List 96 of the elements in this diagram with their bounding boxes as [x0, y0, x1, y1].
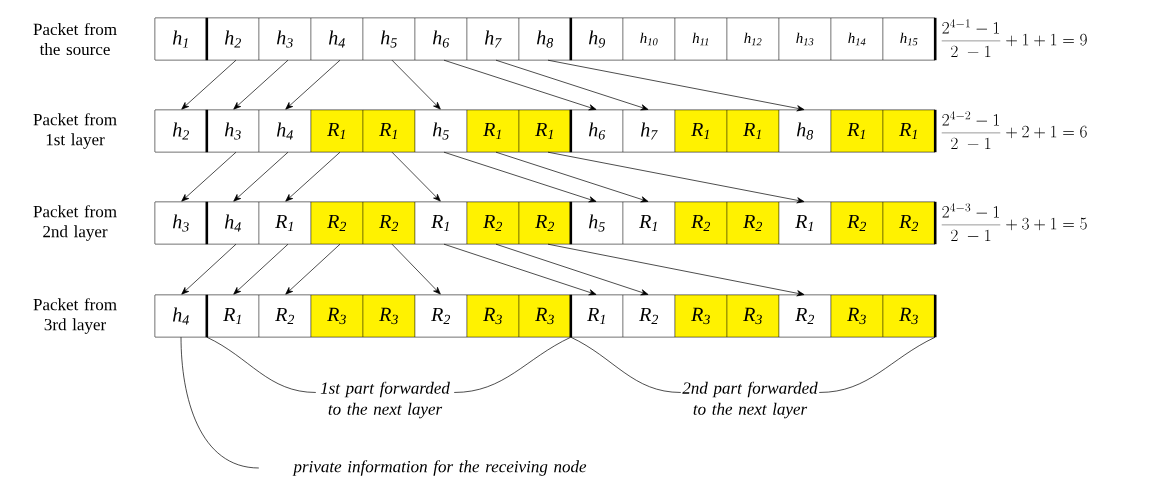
- packet-cell: R$_{1}$: [778, 201, 832, 245]
- packet-cell: h$_{7}$: [622, 109, 676, 153]
- arrow: [285, 243, 341, 295]
- packet-cell: R$_{2}$: [466, 201, 520, 245]
- packet-cell: h$_{4}$: [310, 17, 364, 61]
- leader-line: [453, 336, 572, 393]
- packet-cell: R$_{3}$: [726, 294, 780, 338]
- packet-cell: R$_{1}$: [258, 201, 312, 245]
- arrow: [495, 59, 649, 111]
- arrow: [181, 151, 237, 202]
- packet-cell: h$_{1}$: [154, 17, 208, 61]
- packet-cell: h$_{5}$: [569, 201, 624, 245]
- packet-cell: h$_{8}$: [778, 109, 832, 153]
- packet-cell: R$_{1}$: [362, 109, 416, 153]
- arrow: [547, 243, 805, 297]
- arrow: [547, 59, 805, 112]
- packet-cell: R$_{1}$: [830, 109, 884, 153]
- arrow: [443, 151, 597, 203]
- arrow: [443, 59, 597, 111]
- packet-cell: R$_{2}$: [622, 294, 676, 338]
- arrow: [181, 243, 237, 295]
- arrow: [233, 59, 289, 110]
- arrow: [391, 243, 441, 295]
- row-label: Packet from the source: [33, 22, 117, 56]
- packet-cell: h$_{4}$: [258, 109, 312, 153]
- formula: $\frac{2^{4-1}-1}{2\ -1}+1+1=9$: [941, 19, 1087, 58]
- arrow: [495, 151, 649, 203]
- row-label: Packet from 2nd layer: [33, 205, 117, 241]
- packet-cell: h$_{3}$: [154, 201, 208, 245]
- packet-cell: R$_{3}$: [830, 294, 884, 338]
- formula: $\frac{2^{4-3}-1}{2\ -1}+3+1=5$: [941, 203, 1087, 242]
- packet-cell: R$_{3}$: [362, 294, 416, 338]
- row-label: Packet from 3rd layer: [33, 298, 117, 334]
- packet-cell: h$_{2}$: [205, 17, 260, 61]
- packet-cell: R$_{2}$: [830, 201, 884, 245]
- leader-line: [570, 336, 682, 393]
- packet-cell: R$_{1}$: [674, 109, 728, 153]
- arrow: [181, 59, 237, 110]
- packet-cell: R$_{1}$: [414, 201, 468, 245]
- packet-cell: R$_{3}$: [310, 294, 364, 338]
- arrow: [547, 151, 805, 204]
- packet-cell: h$_{12}$: [726, 17, 780, 61]
- packet-cell: R$_{2}$: [310, 201, 364, 245]
- packet-cell: h$_{6}$: [569, 109, 624, 153]
- packet-cell: h$_{3}$: [258, 17, 312, 61]
- packet-cell: h$_{9}$: [569, 17, 624, 61]
- packet-cell: R$_{1}$: [569, 294, 624, 338]
- callout-text: 2nd part forwarded to the next layer: [682, 381, 818, 419]
- packet-cell: h$_{4}$: [154, 294, 208, 338]
- packet-cell: R$_{1}$: [518, 109, 572, 153]
- packet-cell: R$_{1}$: [310, 109, 364, 153]
- packet-cell: R$_{1}$: [466, 109, 520, 153]
- arrow: [495, 243, 649, 296]
- packet-cell: R$_{2}$: [778, 294, 832, 338]
- callout-text: 1st part forwarded to the next layer: [320, 381, 450, 419]
- packet-cell: R$_{2}$: [674, 201, 728, 245]
- packet-cell: h$_{3}$: [205, 109, 260, 153]
- packet-cell: h$_{5}$: [414, 109, 468, 153]
- packet-cell: h$_{11}$: [674, 17, 728, 61]
- row-label: Packet from 1st layer: [33, 113, 117, 149]
- packet-cell: h$_{14}$: [830, 17, 884, 61]
- packet-cell: R$_{2}$: [518, 201, 572, 245]
- arrow: [391, 151, 441, 202]
- packet-cell: R$_{3}$: [882, 294, 937, 338]
- packet-cell: h$_{6}$: [414, 17, 468, 61]
- packet-cell: R$_{3}$: [674, 294, 728, 338]
- arrow: [233, 243, 289, 295]
- packet-cell: R$_{2}$: [726, 201, 780, 245]
- packet-cell: R$_{3}$: [466, 294, 520, 338]
- packet-cell: h$_{15}$: [882, 17, 937, 61]
- leader-line: [818, 336, 936, 393]
- packet-cell: h$_{2}$: [154, 109, 208, 153]
- packet-cell: R$_{3}$: [518, 294, 572, 338]
- packet-cell: h$_{13}$: [778, 17, 832, 61]
- leader-line: [180, 336, 260, 469]
- arrow: [285, 151, 341, 202]
- packet-cell: h$_{5}$: [362, 17, 416, 61]
- arrow: [233, 151, 289, 202]
- packet-cell: R$_{1}$: [882, 109, 937, 153]
- packet-cell: h$_{10}$: [622, 17, 676, 61]
- packet-cell: R$_{1}$: [622, 201, 676, 245]
- packet-cell: R$_{2}$: [258, 294, 312, 338]
- leader-line: [206, 336, 317, 393]
- packet-cell: R$_{2}$: [362, 201, 416, 245]
- packet-cell: h$_{8}$: [518, 17, 572, 61]
- packet-cell: R$_{2}$: [882, 201, 937, 245]
- formula: $\frac{2^{4-2}-1}{2\ -1}+2+1=6$: [941, 111, 1087, 150]
- arrow: [391, 59, 441, 110]
- arrow: [285, 59, 341, 110]
- arrow: [443, 243, 597, 296]
- packet-cell: h$_{4}$: [205, 201, 260, 245]
- packet-cell: R$_{1}$: [726, 109, 780, 153]
- packet-cell: h$_{7}$: [466, 17, 520, 61]
- callout-text: private information for the receiving node: [292, 460, 587, 476]
- packet-cell: R$_{1}$: [205, 294, 260, 338]
- packet-cell: R$_{2}$: [414, 294, 468, 338]
